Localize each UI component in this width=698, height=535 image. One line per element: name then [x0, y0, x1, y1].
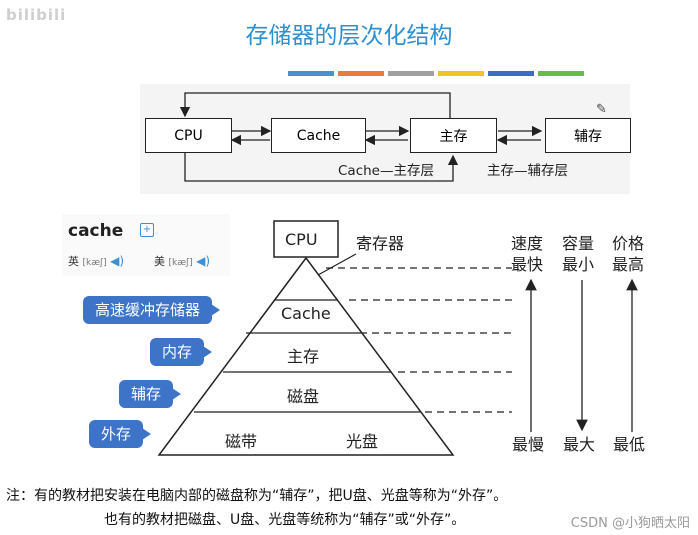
color-bar: [388, 71, 434, 76]
pyramid-level-disk: 磁盘: [287, 387, 320, 406]
register-label: 寄存器: [356, 234, 405, 253]
pencil-icon: ✎: [596, 102, 607, 117]
capacity-header-text: 容量: [562, 234, 595, 253]
capacity-header: 容量 最小: [562, 233, 594, 275]
price-bottom: 最低: [613, 435, 646, 454]
pyramid-level-tape: 磁带: [225, 432, 258, 451]
pyramid-level-main: 主存: [287, 347, 320, 366]
bilibili-watermark: bilibili: [6, 6, 67, 24]
capacity-bottom: 最大: [563, 435, 596, 454]
main-memory-box: 主存: [410, 118, 497, 153]
uk-label: 英: [68, 255, 79, 268]
uk-pronunciation: 英 [kæʃ] ◀): [68, 253, 124, 269]
speed-bottom: 最慢: [512, 435, 545, 454]
speaker-icon[interactable]: ◀): [196, 254, 211, 268]
color-bar: [438, 71, 484, 76]
pyramid-cpu-label: CPU: [285, 230, 318, 249]
title-color-bars: [288, 61, 588, 80]
price-top-text: 最高: [612, 255, 645, 274]
callout-cache: 高速缓冲存储器: [83, 296, 221, 324]
callout-main: 内存: [150, 338, 213, 366]
capacity-top-text: 最小: [562, 255, 595, 274]
note-line-2: 也有的教材把磁盘、U盘、光盘等统称为“辅存”或“外存”。: [104, 512, 466, 528]
us-phonetic: [kæʃ]: [168, 258, 193, 268]
csdn-watermark: CSDN @小狗晒太阳: [570, 516, 690, 531]
color-bar: [288, 71, 334, 76]
pyramid-level-cache: Cache: [281, 304, 331, 323]
main-aux-layer-label: 主存—辅存层: [487, 163, 568, 179]
dictionary-popup: cache + 英 [kæʃ] ◀) 美 [kæʃ] ◀): [62, 214, 230, 276]
cpu-box: CPU: [145, 118, 232, 153]
price-header: 价格 最高: [612, 233, 644, 275]
us-label: 美: [154, 255, 165, 268]
cache-box: Cache: [271, 118, 366, 153]
color-bar: [488, 71, 534, 76]
callout-ext: 外存: [89, 420, 152, 448]
dictionary-word: cache: [68, 221, 124, 241]
memory-hierarchy-flow-diagram: CPU Cache 主存 辅存 ✎ Cache—主存层 主存—辅存层: [140, 84, 631, 194]
uk-phonetic: [kæʃ]: [82, 258, 107, 268]
flow-arrows: [179, 92, 543, 182]
callout-aux: 辅存: [119, 380, 182, 408]
cache-main-layer-label: Cache—主存层: [338, 163, 434, 179]
us-pronunciation: 美 [kæʃ] ◀): [154, 253, 210, 269]
color-bar: [538, 71, 584, 76]
pyramid-graphic: [157, 220, 638, 456]
color-bar: [338, 71, 384, 76]
page-title: 存储器的层次化结构: [245, 23, 453, 49]
speed-header: 速度 最快: [511, 233, 543, 275]
pyramid-level-optical: 光盘: [346, 432, 379, 451]
speed-header-text: 速度: [511, 234, 544, 253]
speed-top-text: 最快: [511, 255, 544, 274]
note-line-1: 注：有的教材把安装在电脑内部的磁盘称为“辅存”，把U盘、光盘等称为“外存”。: [6, 488, 508, 504]
speaker-icon[interactable]: ◀): [110, 254, 125, 268]
aux-memory-box: 辅存: [545, 118, 631, 153]
add-note-icon[interactable]: +: [140, 223, 154, 237]
price-header-text: 价格: [612, 234, 645, 253]
